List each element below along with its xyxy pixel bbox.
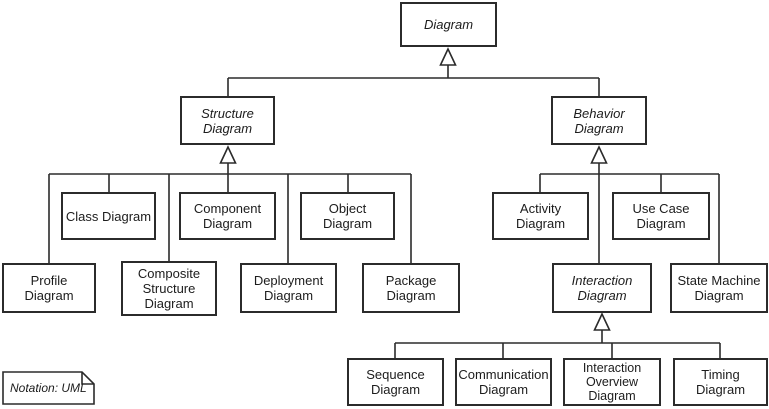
node-structure-diagram[interactable]: Structure Diagram (180, 96, 275, 145)
node-label: Diagram (423, 17, 474, 32)
node-composite-structure-diagram[interactable]: Composite Structure Diagram (121, 261, 217, 316)
node-label: Package Diagram (385, 273, 437, 303)
node-label: Deployment Diagram (253, 273, 324, 303)
node-profile-diagram[interactable]: Profile Diagram (2, 263, 96, 313)
edge-group-structure (48, 145, 412, 263)
edge-group-diagram (227, 47, 600, 96)
node-label: Interaction Diagram (571, 273, 633, 303)
node-sequence-diagram[interactable]: Sequence Diagram (347, 358, 444, 406)
generalization-arrowhead (593, 312, 611, 331)
node-state-machine-diagram[interactable]: State Machine Diagram (670, 263, 768, 313)
node-timing-diagram[interactable]: Timing Diagram (673, 358, 768, 406)
generalization-arrowhead (590, 145, 608, 164)
node-diagram[interactable]: Diagram (400, 2, 497, 47)
node-label: Object Diagram (322, 201, 373, 231)
node-communication-diagram[interactable]: Communication Diagram (455, 358, 552, 406)
node-label: Structure Diagram (201, 105, 254, 136)
generalization-arrowhead (439, 47, 457, 66)
node-behavior-diagram[interactable]: Behavior Diagram (551, 96, 647, 145)
notation-note[interactable]: Notation: UML (2, 371, 95, 405)
node-label: Composite Structure Diagram (137, 266, 201, 311)
edge-group-interaction (394, 312, 721, 358)
node-label: Interaction Overview Diagram (582, 361, 642, 403)
node-label: Communication Diagram (458, 367, 549, 397)
node-component-diagram[interactable]: Component Diagram (179, 192, 276, 240)
node-label: Class Diagram (65, 208, 152, 224)
node-use-case-diagram[interactable]: Use Case Diagram (612, 192, 710, 240)
node-deployment-diagram[interactable]: Deployment Diagram (240, 263, 337, 313)
node-package-diagram[interactable]: Package Diagram (362, 263, 460, 313)
node-interaction-diagram[interactable]: Interaction Diagram (552, 263, 652, 313)
node-object-diagram[interactable]: Object Diagram (300, 192, 395, 240)
node-class-diagram[interactable]: Class Diagram (61, 192, 156, 240)
node-label: Activity Diagram (515, 201, 566, 231)
node-label: Profile Diagram (24, 273, 74, 303)
node-label: Behavior Diagram (573, 105, 625, 136)
node-activity-diagram[interactable]: Activity Diagram (492, 192, 589, 240)
node-label: Sequence Diagram (366, 367, 425, 397)
node-interaction-overview-diagram[interactable]: Interaction Overview Diagram (563, 358, 661, 406)
note-label: Notation: UML (10, 381, 87, 395)
edge-group-behavior (539, 145, 720, 263)
node-label: State Machine Diagram (677, 273, 761, 303)
node-label: Use Case Diagram (632, 201, 690, 231)
node-label: Component Diagram (193, 201, 262, 231)
note-shape-icon (2, 371, 95, 405)
node-label: Timing Diagram (695, 367, 746, 397)
generalization-arrowhead (219, 145, 237, 164)
